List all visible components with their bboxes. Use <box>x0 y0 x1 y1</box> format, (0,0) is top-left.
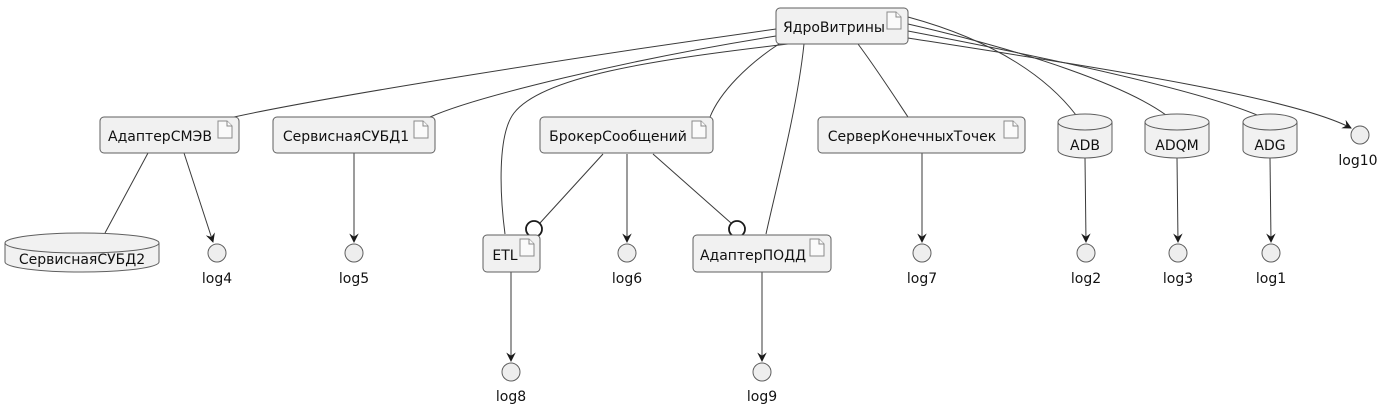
node-label: log5 <box>339 271 369 287</box>
node-log7: log7 <box>907 243 937 287</box>
component-note-icon <box>809 238 825 257</box>
edge-adb-log2 <box>1081 157 1091 243</box>
edge-adqm-log3 <box>1173 157 1183 243</box>
node-label: log6 <box>612 271 642 287</box>
node-log5: log5 <box>339 243 369 287</box>
node-adapter-smev: АдаптерСМЭВ <box>99 116 240 154</box>
node-label: log7 <box>907 271 937 287</box>
component-note-icon <box>519 238 535 257</box>
node-label: ETL <box>492 248 517 264</box>
node-log6: log6 <box>612 243 642 287</box>
component-note-icon <box>1003 120 1019 139</box>
node-etl: ETL <box>482 234 541 273</box>
node-log1: log1 <box>1256 243 1286 287</box>
edge-yadro-etl <box>500 43 789 235</box>
node-label: СервиснаяСУБД1 <box>283 129 409 145</box>
edge-broker-podd-interface <box>652 153 732 224</box>
node-label: ADG <box>1254 138 1285 154</box>
node-server-konechnykh-tochek: СерверКонечныхТочек <box>817 116 1026 154</box>
node-label: ADB <box>1070 138 1100 154</box>
edge-smev-subd2 <box>104 152 149 234</box>
edge-yadro-podd <box>765 43 805 235</box>
edge-yadro-adqm <box>907 23 1167 116</box>
node-label: log2 <box>1071 271 1101 287</box>
node-broker-soobshcheniy: БрокерСообщений <box>539 116 714 154</box>
node-label: log8 <box>496 389 526 405</box>
node-label: log1 <box>1256 271 1286 287</box>
edge-adg-log1 <box>1266 157 1276 243</box>
node-yadro-vitriny: ЯдроВитрины <box>775 7 909 45</box>
edge-yadro-server <box>857 43 909 118</box>
edges <box>104 16 1352 362</box>
node-log4: log4 <box>202 243 232 287</box>
edge-yadro-adb <box>907 16 1077 116</box>
node-servisnaya-subd1: СервиснаяСУБД1 <box>272 116 436 154</box>
edge-yadro-subd1 <box>429 35 777 118</box>
component-note-icon <box>886 11 902 30</box>
component-note-icon <box>217 120 233 139</box>
component-note-icon <box>691 120 707 139</box>
node-label: ADQM <box>1155 138 1198 154</box>
edge-yadro-adg <box>907 30 1258 116</box>
edge-yadro-log10 <box>907 37 1352 129</box>
node-label: ЯдроВитрины <box>783 20 885 36</box>
node-adqm-database: ADQM <box>1144 113 1210 159</box>
node-log8: log8 <box>496 362 526 405</box>
node-servisnaya-subd2-database: СервиснаяСУБД2 <box>4 232 160 273</box>
edge-broker-etl-interface <box>539 153 604 224</box>
component-note-icon <box>413 120 429 139</box>
node-label: log9 <box>747 389 777 405</box>
node-label: log3 <box>1163 271 1193 287</box>
node-adapter-podd: АдаптерПОДД <box>692 234 832 273</box>
node-label: СервиснаяСУБД2 <box>19 252 145 268</box>
node-label: log10 <box>1338 153 1377 169</box>
node-log2: log2 <box>1071 243 1101 287</box>
edge-smev-log4 <box>183 152 215 243</box>
node-log10: log10 <box>1338 125 1378 169</box>
node-label: log4 <box>202 271 232 287</box>
node-label: АдаптерСМЭВ <box>108 129 212 145</box>
node-log9: log9 <box>747 362 777 405</box>
node-label: АдаптерПОДД <box>700 248 806 264</box>
node-label: БрокерСообщений <box>549 129 687 145</box>
edge-yadro-broker <box>709 43 780 118</box>
node-adg-database: ADG <box>1242 113 1298 159</box>
edge-yadro-smev <box>233 28 777 118</box>
node-adb-database: ADB <box>1057 113 1113 159</box>
node-log3: log3 <box>1163 243 1193 287</box>
node-label: СерверКонечныхТочек <box>828 129 997 145</box>
